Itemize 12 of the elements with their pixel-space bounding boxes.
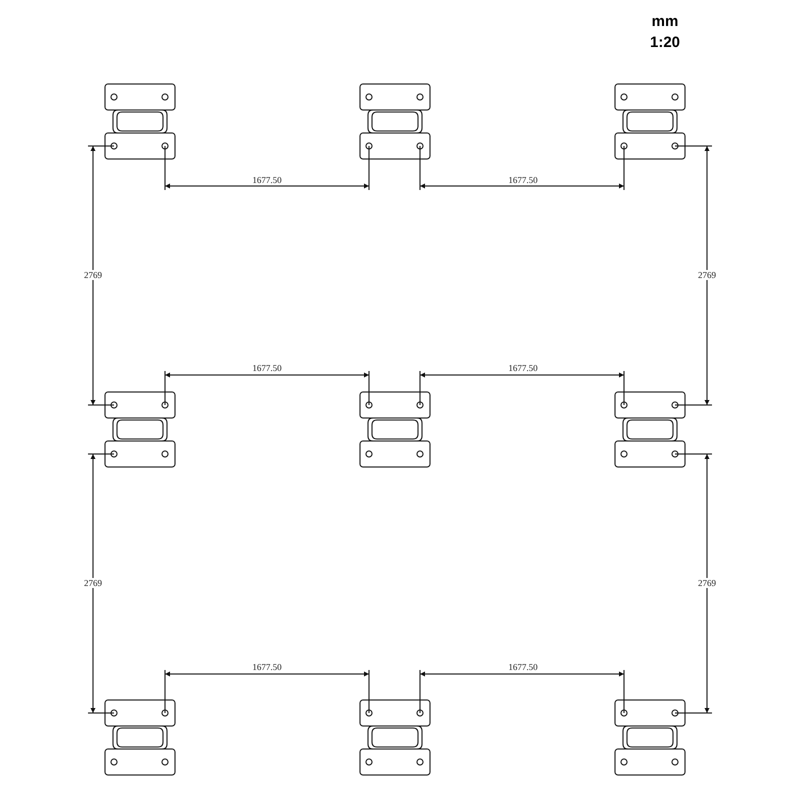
- dimension-text: 1677.50: [251, 363, 283, 373]
- dimension-text: 1677.50: [507, 662, 539, 672]
- dimension-text: 2769: [83, 578, 103, 588]
- unit-label: mm: [652, 13, 678, 31]
- dimension-text: 1677.50: [507, 363, 539, 373]
- dimension-text: 2769: [697, 270, 717, 280]
- dimension-text: 2769: [83, 270, 103, 280]
- dimension-text: 1677.50: [251, 662, 283, 672]
- scale-label: 1:20: [650, 34, 680, 52]
- dimension-text: 1677.50: [251, 175, 283, 185]
- dimension-text: 2769: [697, 578, 717, 588]
- dimension-text: 1677.50: [507, 175, 539, 185]
